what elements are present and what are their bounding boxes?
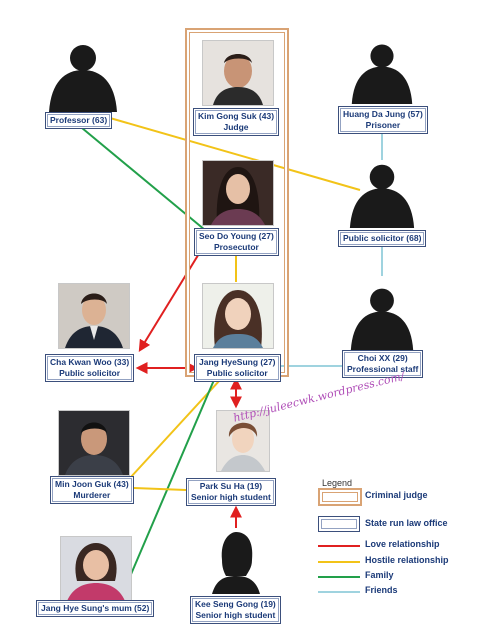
legend-friends-swatch (318, 591, 360, 593)
family-line-professor-seo (81, 127, 206, 231)
legend-family-swatch (318, 576, 360, 578)
label-kee-seng-gong: Kee Seng Gong (19) Senior high student (190, 596, 281, 624)
label-park-su-ha: Park Su Ha (19) Senior high student (186, 478, 276, 506)
label-kim-gong-suk: Kim Gong Suk (43) Judge (193, 108, 280, 136)
jang-role: Public solicitor (206, 368, 268, 378)
label-min-joon-guk: Min Joon Guk (43) Murderer (50, 476, 134, 504)
kim-name: Kim Gong Suk (43) (198, 111, 275, 121)
legend-friends-label: Friends (365, 585, 398, 595)
photo-cha-kwan-woo (58, 283, 130, 349)
silhouette-huang (351, 44, 413, 104)
min-role: Murderer (73, 490, 111, 500)
legend-love-label: Love relationship (365, 539, 440, 549)
professor-name: Professor (63) (50, 115, 108, 125)
hostile-line-professor-solicitor (109, 117, 361, 191)
silhouette-public-solicitor (349, 164, 415, 228)
label-jang-hye-sungs-mum: Jang Hye Sung's mum (52) (36, 600, 155, 617)
choi-role: Professional staff (347, 364, 419, 374)
label-cha-kwan-woo: Cha Kwan Woo (33) Public solicitor (45, 354, 135, 382)
label-choi-xx: Choi XX (29) Professional staff (342, 350, 424, 378)
jang-name: Jang HyeSung (27) (199, 357, 276, 367)
photo-min-joon-guk (58, 410, 130, 476)
hostile-line-min-park (133, 487, 187, 491)
legend-hostile-swatch (318, 561, 360, 563)
park-role: Senior high student (191, 492, 271, 502)
kee-name: Kee Seng Gong (19) (195, 599, 276, 609)
seo-role: Prosecutor (213, 242, 259, 252)
kee-role: Senior high student (195, 610, 276, 620)
legend-love-swatch (318, 545, 360, 547)
label-jang-hyesung: Jang HyeSung (27) Public solicitor (194, 354, 281, 382)
label-seo-do-young: Seo Do Young (27) Prosecutor (194, 228, 279, 256)
min-name: Min Joon Guk (43) (55, 479, 129, 489)
photo-jang-hye-sungs-mum (60, 536, 132, 602)
legend-title: Legend (322, 478, 353, 488)
photo-jang-hyesung (202, 283, 274, 349)
love-line-seo-cha (138, 251, 201, 353)
label-public-solicitor-68: Public solicitor (68) (338, 230, 427, 247)
kim-role: Judge (223, 122, 249, 132)
choi-name: Choi XX (29) (357, 353, 408, 363)
park-name: Park Su Ha (19) (199, 481, 263, 491)
huang-role: Prisoner (365, 120, 401, 130)
huang-name: Huang Da Jung (57) (343, 109, 423, 119)
legend-state-office-label: State run law office (365, 518, 448, 528)
photo-seo-do-young (202, 160, 274, 226)
public-solicitor-68-name: Public solicitor (68) (343, 233, 422, 243)
hostile-line-jang-min (129, 379, 221, 479)
silhouette-professor (49, 45, 117, 112)
legend-state-office-swatch (318, 516, 360, 532)
silhouette-choi (350, 288, 414, 350)
legend-criminal-judge-swatch (318, 488, 362, 506)
photo-park-su-ha (216, 410, 270, 472)
cha-role: Public solicitor (59, 368, 121, 378)
seo-name: Seo Do Young (27) (199, 231, 274, 241)
photo-kim-gong-suk (202, 40, 274, 106)
mum-name: Jang Hye Sung's mum (52) (41, 603, 150, 613)
legend-family-label: Family (365, 570, 394, 580)
legend-criminal-judge-label: Criminal judge (365, 490, 428, 500)
label-professor: Professor (63) (45, 112, 113, 129)
cha-name: Cha Kwan Woo (33) (50, 357, 130, 367)
legend-hostile-label: Hostile relationship (365, 555, 449, 565)
silhouette-kee-seng-gong (212, 532, 260, 594)
label-huang-da-jung: Huang Da Jung (57) Prisoner (338, 106, 428, 134)
